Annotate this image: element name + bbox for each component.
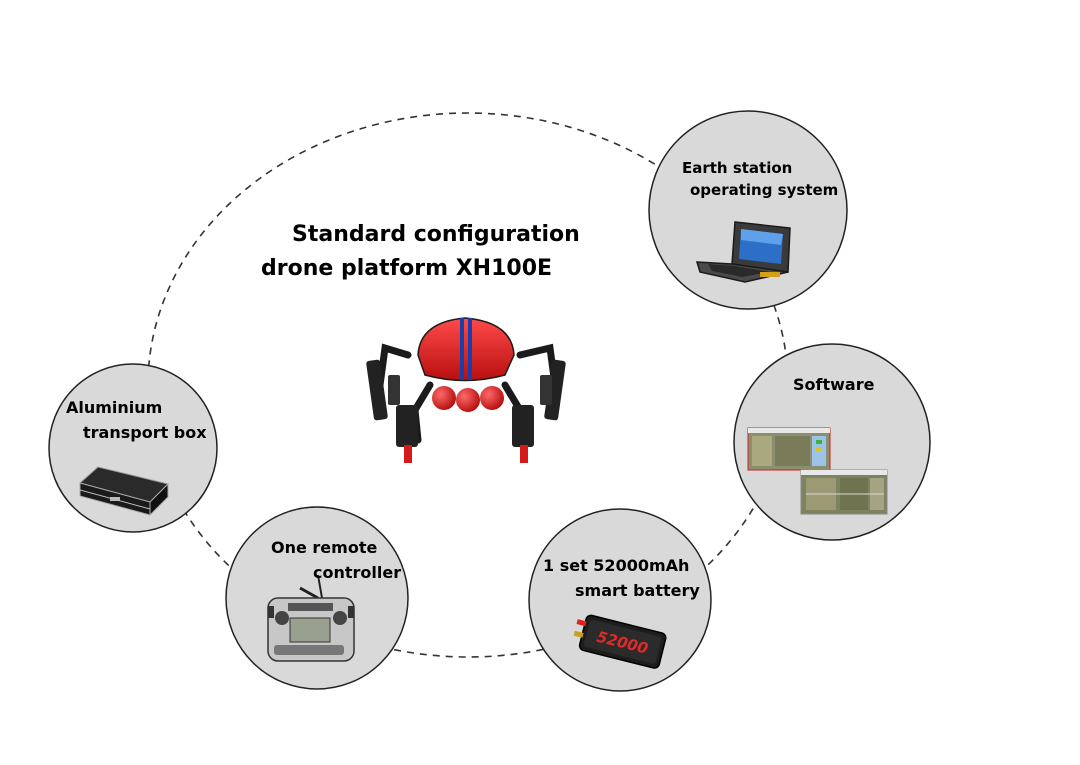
battery-label-line1: 1 set 52000mAh <box>543 556 690 575</box>
remote-label-line2: controller <box>313 563 402 582</box>
software-label: Software <box>793 375 875 394</box>
node-battery <box>528 508 712 692</box>
transport-box-label-line1: Aluminium <box>66 398 163 417</box>
earth-station-label-line1: Earth station <box>682 159 793 177</box>
remote-controller-icon <box>267 574 355 662</box>
transport-case-icon <box>78 466 169 517</box>
center-title-line2: drone platform XH100E <box>261 256 553 281</box>
transport-box-label-line2: transport box <box>83 423 207 442</box>
battery-label-line2: smart battery <box>575 581 700 600</box>
earth-station-label-line2: operating system <box>690 181 839 199</box>
rugged-laptop-icon <box>695 221 791 283</box>
drone-image <box>366 317 566 463</box>
battery-icon: 52000 <box>573 614 667 669</box>
remote-label-line1: One remote <box>271 538 378 557</box>
software-map-screenshots-icon <box>747 427 888 515</box>
node-earth-station <box>648 110 848 310</box>
center-title-line1: Standard configuration <box>292 222 580 247</box>
